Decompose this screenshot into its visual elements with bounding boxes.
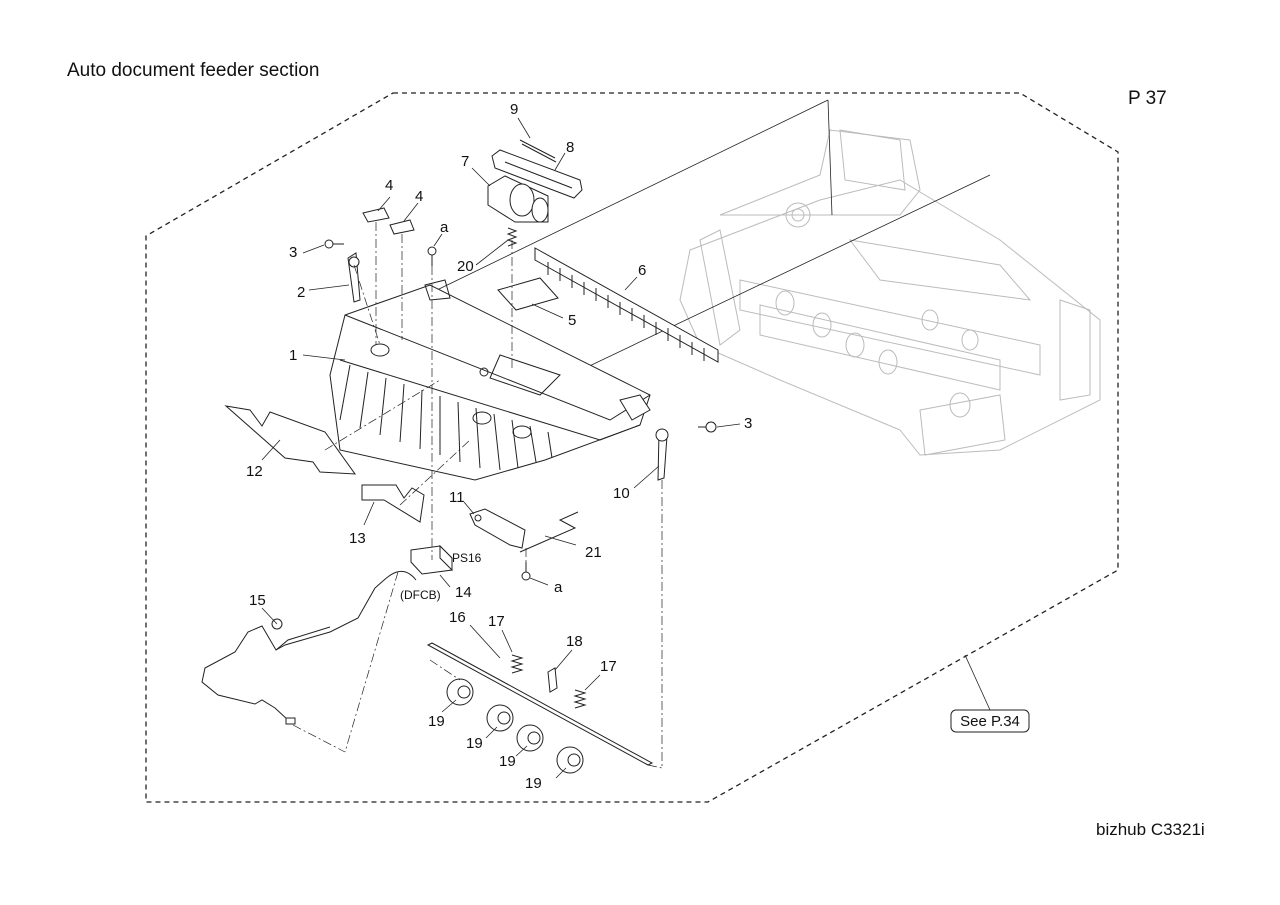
part-12-sheet	[224, 405, 357, 475]
part-6-comb	[534, 247, 719, 363]
model-name: bizhub C3321i	[1096, 820, 1205, 839]
part-7-roller	[487, 175, 549, 223]
section-boundary	[145, 92, 1119, 803]
callout-7: 7	[461, 153, 469, 170]
callout-19-c: 19	[499, 753, 516, 770]
callout-8: 8	[566, 139, 574, 156]
callout-5: 5	[568, 312, 576, 329]
callout-18: 18	[566, 633, 583, 650]
callout-21: 21	[585, 544, 602, 561]
callout-a-upper: a	[440, 219, 449, 236]
callout-6: 6	[638, 262, 646, 279]
callout-numbers: 9 8 7 4 4 a 3 20 6 2 5 1 3 12 10 11 13 2…	[246, 101, 752, 792]
callout-11: 11	[449, 489, 465, 506]
callout-2: 2	[297, 284, 305, 301]
callout-a-lower: a	[554, 579, 563, 596]
callout-19-b: 19	[466, 735, 483, 752]
callout-16: 16	[449, 609, 466, 626]
sensor-label: PS16	[452, 551, 482, 565]
part-10-arm	[655, 428, 669, 481]
part-5-sheet	[497, 277, 559, 311]
part-11-actuator	[469, 508, 526, 549]
part-18-bracket	[547, 667, 558, 693]
callout-3-right: 3	[744, 415, 752, 432]
callout-20: 20	[457, 258, 474, 275]
alignment-lines	[292, 222, 663, 769]
callout-13: 13	[349, 530, 366, 547]
board-label: (DFCB)	[400, 588, 441, 602]
callout-1: 1	[289, 347, 297, 364]
part-21-wire	[519, 511, 579, 553]
part-17-spring-left	[510, 654, 524, 674]
see-reference-label: See P.34	[960, 713, 1020, 730]
callout-17-left: 17	[488, 613, 505, 630]
part-1-guide-plate	[329, 279, 651, 481]
part-16-shaft	[426, 642, 654, 766]
part-17-spring-right	[573, 689, 587, 709]
part-15-harness	[201, 571, 417, 725]
page-title: Auto document feeder section	[67, 60, 320, 81]
part-4-pad-right	[389, 219, 415, 235]
callout-17-right: 17	[600, 658, 617, 675]
callout-10: 10	[613, 485, 630, 502]
callout-3-left: 3	[289, 244, 297, 261]
part-19-roller-2	[486, 704, 514, 732]
part-20-spring	[506, 227, 518, 247]
callout-14: 14	[455, 584, 472, 601]
callout-19-a: 19	[428, 713, 445, 730]
part-4-pad-left	[362, 207, 390, 223]
leader-lines	[261, 117, 991, 779]
part-3-screw-left	[324, 239, 344, 249]
screw-a-upper	[427, 246, 437, 266]
callout-15: 15	[249, 592, 266, 609]
page-number: P 37	[1128, 88, 1167, 109]
part-19-roller-1	[446, 678, 474, 706]
see-reference-box	[950, 709, 1030, 733]
part-13-sheet	[361, 484, 425, 523]
part-3-screw-right	[698, 421, 717, 433]
callout-19-d: 19	[525, 775, 542, 792]
callout-9: 9	[510, 101, 518, 118]
callout-12: 12	[246, 463, 263, 480]
part-14-sensor	[410, 544, 453, 575]
screw-a-lower	[521, 562, 531, 581]
part-19-roller-4	[556, 746, 584, 774]
part-19-roller-3	[516, 724, 544, 752]
part-2-arm	[347, 252, 361, 303]
callout-4-right: 4	[415, 188, 423, 205]
part-9-spring-wire	[519, 139, 557, 163]
part-8-holder	[491, 149, 583, 199]
callout-4-left: 4	[385, 177, 393, 194]
